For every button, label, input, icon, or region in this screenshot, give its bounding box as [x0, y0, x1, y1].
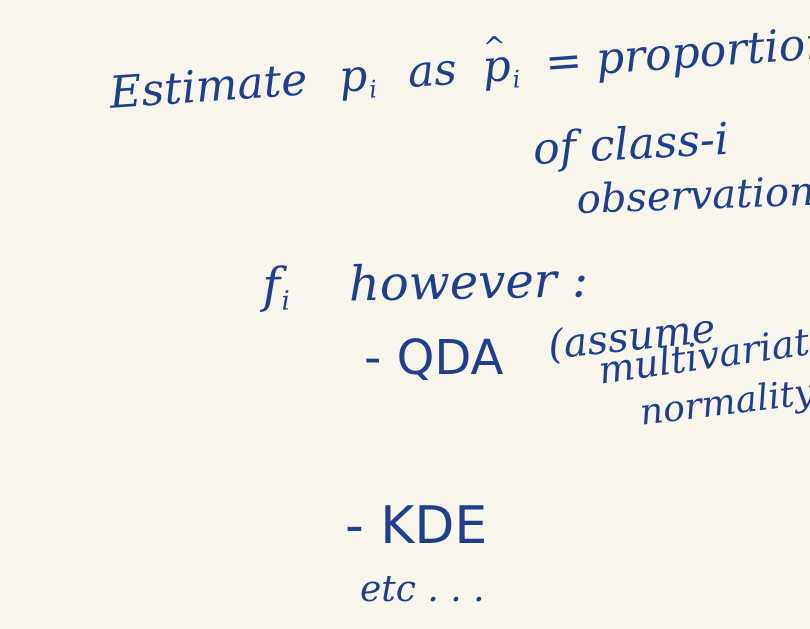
symbol-p-hat-i: ^pi	[480, 30, 522, 94]
note-qda: - QDA	[364, 330, 504, 386]
note-line-estimate: Estimate pi as ^pi = proportion	[107, 17, 810, 119]
note-line-of-class-i: of class-i	[531, 113, 731, 175]
word-as: as	[406, 43, 459, 99]
symbol-f-i: fi	[261, 257, 291, 318]
note-etc: etc . . .	[360, 569, 485, 610]
symbol-p-i: pi	[337, 49, 378, 104]
word-however: however :	[348, 252, 589, 313]
word-estimate: Estimate	[107, 54, 309, 119]
note-line-observations: observations	[575, 167, 810, 223]
equals-proportion: = proportion	[543, 17, 810, 89]
note-kde: - KDE	[345, 496, 488, 556]
note-line-fi-however: fi however :	[262, 252, 589, 317]
